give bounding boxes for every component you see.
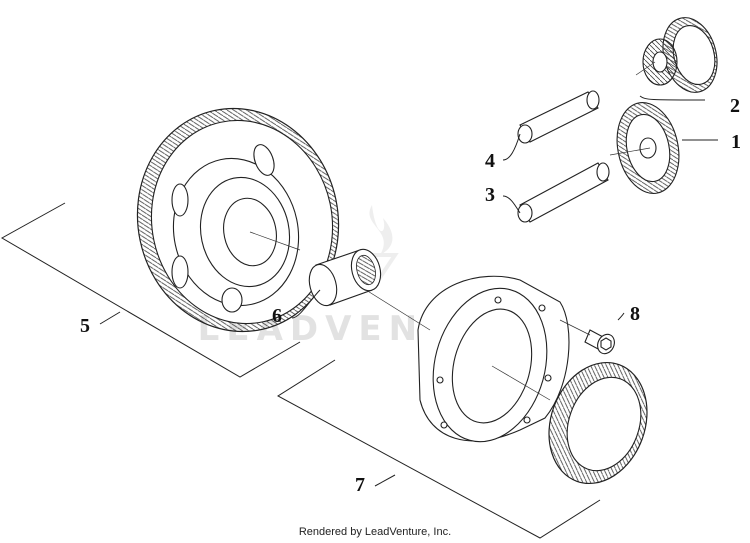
callout-2: 2 [730,95,740,117]
callouts: 2 1 4 3 5 6 7 8 [80,95,741,496]
callout-5: 5 [80,315,90,337]
bolt-part [584,329,615,355]
pin-part-4 [517,90,600,144]
leader-lines [0,61,718,539]
callout-4: 4 [485,150,495,172]
callout-8: 8 [630,303,640,325]
callout-6: 6 [272,305,282,327]
callout-7: 7 [355,474,365,496]
callout-3: 3 [485,184,495,206]
sprag-ring-part [548,361,648,485]
footer-credit: Rendered by LeadVenture, Inc. [298,526,452,538]
gear-part-2 [642,17,718,93]
pin-part-3 [517,162,610,223]
callout-1: 1 [731,131,741,153]
large-gear-part [136,107,340,333]
needle-bearing-part [308,248,382,307]
clutch-flange-part [417,275,570,443]
